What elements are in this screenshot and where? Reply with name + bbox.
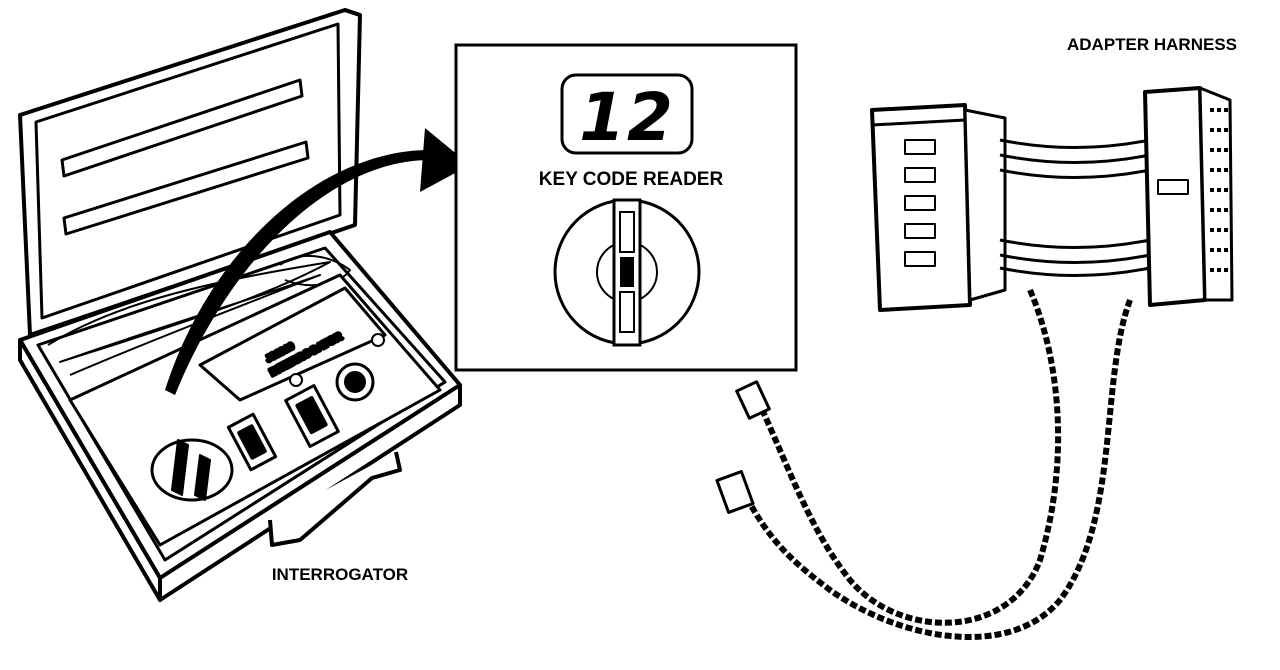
key-slot-dial [150, 438, 234, 502]
harness-left-connector [870, 103, 1007, 312]
twisted-wires [745, 288, 1133, 640]
digital-display [560, 73, 694, 155]
callout-arrow [165, 128, 470, 395]
case-base: J31910 INTERROGATOR [18, 230, 462, 602]
interrogator-case: J31910 INTERROGATOR [18, 8, 462, 602]
key-code-reader-label: KEY CODE READER [539, 169, 724, 190]
adapter-harness-label: ADAPTER HARNESS [1067, 35, 1237, 54]
wire-plug-upper [735, 380, 771, 420]
case-handle [268, 451, 402, 547]
case-lid [18, 8, 362, 337]
display-readout: 12 [579, 79, 675, 156]
panel-label-plate [198, 286, 387, 402]
ribbon-cable [999, 138, 1151, 277]
adapter-harness [715, 86, 1234, 640]
harness-right-connector [1143, 86, 1234, 307]
key-code-reader-inset: 12 KEY CODE READER [454, 43, 798, 372]
interrogator-label: INTERROGATOR [272, 565, 408, 584]
wire-plug-lower [715, 470, 755, 514]
